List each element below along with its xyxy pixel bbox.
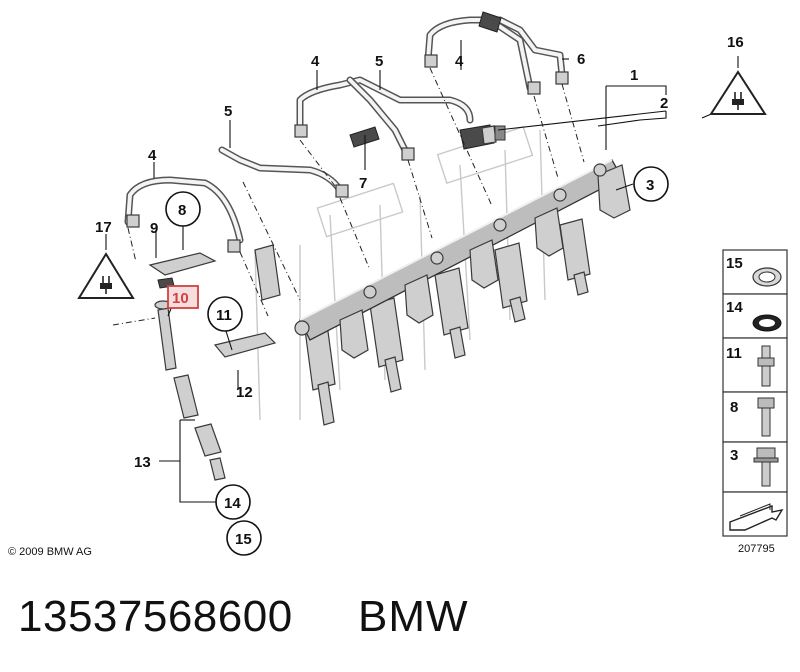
callout-17: 17: [95, 219, 112, 236]
callout-3-circle: [633, 166, 669, 202]
pressure-sensor: [459, 124, 506, 150]
high-pressure-lines: [124, 11, 569, 253]
callout-15-circle: [226, 520, 262, 556]
parts-legend-panel: 15 14 11 8 3: [722, 249, 788, 537]
callout-4c: 4: [455, 53, 464, 70]
legend-label-8: 8: [730, 399, 738, 416]
callout-5b: 5: [375, 53, 383, 70]
stud-bolt-icon: [757, 345, 775, 387]
warning-triangle-16: [709, 70, 767, 115]
callout-10[interactable]: 10: [172, 290, 189, 307]
callout-3: 3: [646, 177, 654, 194]
callout-6: 6: [577, 51, 585, 68]
legend-label-3: 3: [730, 447, 738, 464]
callout-9: 9: [150, 220, 158, 237]
hex-bolt-icon: [757, 397, 775, 437]
legend-cell-3: [722, 441, 788, 493]
legend-label-15: 15: [726, 255, 743, 272]
leader-lines: [105, 40, 739, 503]
callout-5a: 5: [224, 103, 232, 120]
callout-7: 7: [359, 175, 367, 192]
dashed-alignment-lines: [112, 67, 585, 326]
callout-14: 14: [224, 495, 241, 512]
flange-bolt-icon: [753, 447, 779, 487]
callout-12: 12: [236, 384, 253, 401]
callout-2: 2: [660, 95, 668, 112]
callout-11: 11: [216, 307, 232, 324]
next-arrow-icon[interactable]: [729, 503, 784, 531]
legend-cell-8: [722, 391, 788, 443]
callout-8: 8: [178, 202, 186, 219]
copyright-text: © 2009 BMW AG: [8, 546, 92, 558]
callout-11-circle: [207, 296, 243, 332]
part-number: 13537568600: [18, 592, 293, 641]
warning-triangle-17: [77, 252, 135, 299]
fuel-rail: [294, 159, 631, 359]
brand-name: BMW: [358, 592, 469, 641]
callout-14-circle: [215, 484, 251, 520]
legend-label-14: 14: [726, 299, 743, 316]
callout-4a: 4: [148, 147, 157, 164]
callout-1: 1: [630, 67, 638, 84]
legend-cell-11: [722, 337, 788, 393]
callout-8-circle: [165, 191, 201, 227]
legend-label-11: 11: [726, 345, 742, 362]
figure-id: 207795: [738, 543, 775, 555]
callouts: 1 2 3 4 4 4 5 5 6 7 8 9 10 11 12 13 14 1…: [95, 34, 744, 556]
callout-4b: 4: [311, 53, 320, 70]
callout-16: 16: [727, 34, 744, 51]
callout-15: 15: [235, 531, 252, 548]
injectors: [254, 218, 591, 426]
callout-13: 13: [134, 454, 151, 471]
legend-cell-14: [722, 293, 788, 339]
callout-10-highlight[interactable]: [167, 285, 199, 309]
